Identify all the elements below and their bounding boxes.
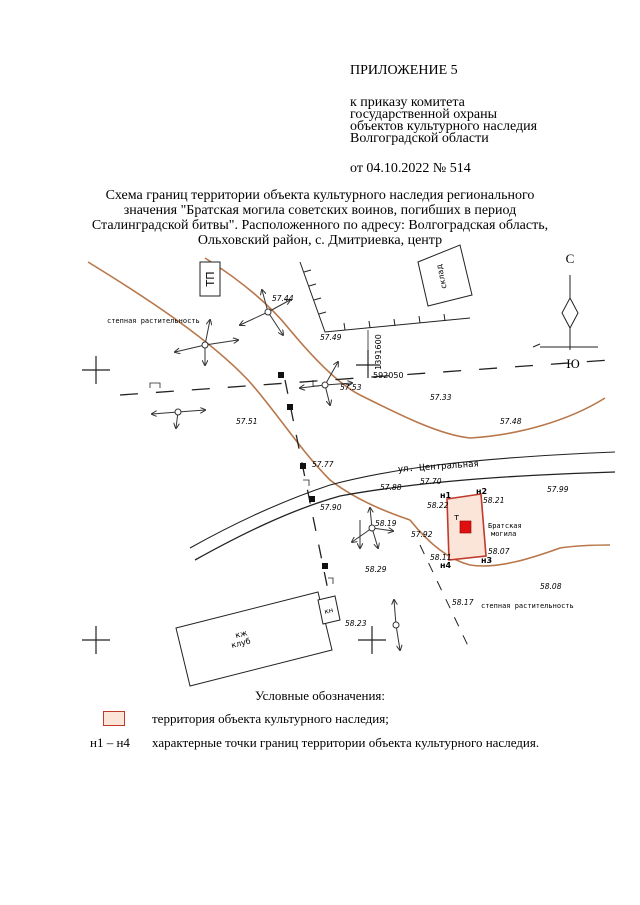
street-label: ул. Центральная (398, 459, 480, 475)
steppe-boundary-line (204, 257, 606, 439)
road-line (194, 471, 616, 561)
order-date-number: от 04.10.2022 № 514 (350, 161, 471, 176)
elevation: 57.99 (547, 485, 569, 494)
compass-south: Ю (566, 356, 579, 371)
steppe-label: степная растительность (481, 602, 574, 610)
elevation: 58.29 (365, 565, 387, 574)
survey-arrows (152, 290, 400, 650)
elevation: 58.23 (345, 619, 367, 628)
title-line: Схема границ территории объекта культурн… (105, 188, 535, 203)
fence-line (299, 261, 471, 333)
elevation: 57.90 (320, 503, 342, 512)
compass-rose (532, 275, 598, 350)
coordinate-y: 592050 (373, 371, 404, 380)
title-line: Сталинградской битвы". Расположенного по… (91, 218, 549, 233)
club-label-1: кж (234, 628, 248, 640)
steppe-label: степная растительность (107, 317, 200, 325)
elevation: 57.70 (420, 477, 442, 486)
legend-points-key: н1 – н4 (90, 735, 130, 750)
elevation: 58.08 (540, 582, 562, 591)
boundary-point-n4: н4 (440, 561, 452, 570)
dashed-line (119, 359, 611, 396)
title-line: Ольховский район, с. Дмитриевка, центр (197, 233, 443, 248)
club-building (175, 591, 333, 687)
legend-territory-swatch (103, 711, 125, 726)
elevation: 58.19 (375, 519, 397, 528)
boundary-point-n2: н2 (476, 487, 487, 496)
order-line-2: государственной охраны (350, 107, 498, 122)
elevation: 57.88 (380, 483, 402, 492)
elevation: 57.44 (272, 294, 294, 303)
document-title: Схема границ территории объекта культурн… (60, 188, 580, 248)
coordinate-x: 1391600 (374, 334, 383, 370)
transformer-box (199, 261, 221, 297)
porch-label: кн (324, 606, 334, 616)
appendix-heading: ПРИЛОЖЕНИЕ 5 (350, 63, 458, 78)
elevation: 58.21 (483, 496, 504, 505)
elevation: 58.11 (430, 553, 451, 562)
grid-cross (82, 626, 110, 654)
grid-cross (82, 356, 110, 384)
tp-label: ТП (204, 272, 217, 288)
dashed-line (284, 379, 331, 601)
order-line-3: объектов культурного наследия (350, 119, 538, 134)
monument-label-1: Братская (488, 522, 522, 530)
monument (459, 520, 472, 534)
monument-label-2: могила (491, 530, 516, 538)
elevation: 57.49 (320, 333, 342, 342)
warehouse-building (417, 244, 473, 307)
elevation: 57.77 (312, 460, 334, 469)
elevation: 57.33 (430, 393, 452, 402)
grid-cross (358, 626, 386, 654)
legend-points-text: характерные точки границ территории объе… (152, 735, 540, 750)
legend-territory-text: территория объекта культурного наследия; (152, 711, 389, 726)
title-line: значения "Братская могила советских воин… (123, 203, 517, 218)
porch-building (317, 595, 341, 625)
road-line (189, 451, 616, 549)
elevation: 58.07 (488, 547, 510, 556)
elevation: 57.51 (236, 417, 257, 426)
order-line-1: к приказу комитета (350, 95, 465, 110)
elevation-labels: 57.44 57.49 57.53 57.33 57.51 57.48 57.7… (236, 294, 569, 628)
legend-title: Условные обозначения: (254, 688, 386, 703)
elevation: 57.48 (500, 417, 522, 426)
monument-marker: т (454, 513, 459, 523)
elevation: 58.22 (427, 501, 449, 510)
survey-point (278, 372, 328, 569)
boundary-point-n1: н1 (440, 491, 452, 500)
compass-north: С (566, 251, 575, 266)
elevation: 58.17 (452, 598, 474, 607)
elevation: 57.92 (411, 530, 433, 539)
steppe-boundary-line (87, 261, 411, 521)
boundary-point-n3: н3 (481, 556, 492, 565)
elevation: 57.53 (340, 383, 362, 392)
order-line-4: Волгоградской области (350, 131, 489, 146)
steppe-boundary-line (409, 519, 611, 567)
